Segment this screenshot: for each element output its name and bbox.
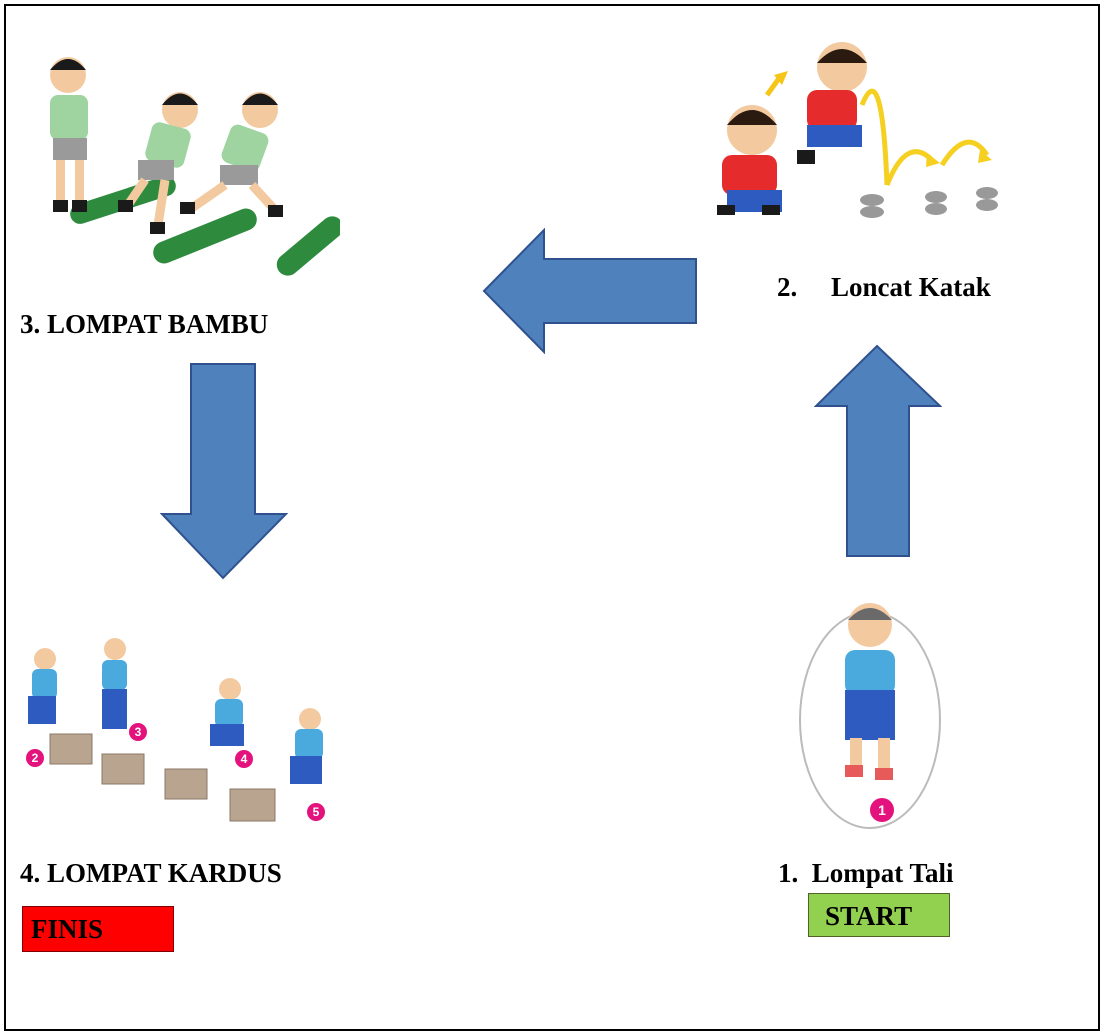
station-4-label: 4. LOMPAT KARDUS: [20, 858, 282, 888]
station-1-label: 1. Lompat Tali: [778, 858, 954, 888]
step-number-4: 4: [241, 752, 248, 766]
girl-skipping: [845, 603, 895, 780]
cardboard-box: [49, 733, 276, 822]
boy-standing: [50, 57, 88, 212]
step-number-1: 1: [878, 802, 886, 818]
step-number-2: 2: [32, 751, 39, 765]
girl-jumping: [28, 638, 323, 784]
boy-leaping: [180, 92, 283, 217]
station-2-label: 2. Loncat Katak: [777, 272, 991, 302]
boy-crouching: [717, 105, 782, 215]
arrow-up: [814, 344, 942, 557]
box-jump-illustration: 2 3 4 5: [26, 638, 325, 822]
step-number-5: 5: [313, 805, 320, 819]
finish-badge: FINIS: [22, 906, 174, 952]
boy-jumping: [118, 92, 198, 234]
station-3-label: 3. LOMPAT BAMBU: [20, 309, 269, 339]
frog-jump-illustration: [717, 42, 998, 218]
footprint-marks: [860, 187, 998, 218]
bamboo-jump-illustration: [50, 57, 340, 276]
step-number-3: 3: [135, 725, 142, 739]
diagram-frame: [4, 4, 1100, 1031]
jump-path-arrow: [859, 88, 890, 186]
bamboo-pole: [70, 176, 340, 276]
jump-rope-illustration: 1: [799, 603, 941, 829]
step-number-marker: [870, 798, 894, 822]
arrow-down: [160, 363, 288, 580]
step-number-markers: [26, 723, 325, 821]
boy-frog-jumping: [797, 42, 867, 164]
start-badge: START: [808, 893, 950, 937]
arrow-left: [482, 228, 697, 354]
jump-up-arrow: [764, 75, 783, 97]
